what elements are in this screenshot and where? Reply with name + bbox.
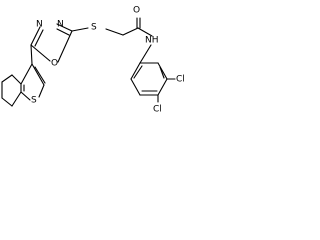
bond-cyclohexene-4: [1, 97, 13, 107]
molecule-structure-diagram: O NH S N N O Cl Cl S: [1, 6, 185, 115]
bond-thiophene-c3-c3a: [20, 63, 33, 85]
oxadiazole-oxygen-label: O: [51, 59, 58, 69]
bond-thiophene-c2-s: [38, 84, 45, 98]
amide-nh-label: NH: [145, 36, 159, 46]
bond-aryl-c6-c1-double: [133, 65, 143, 79]
bond-oxadiazole-n4-c5-double: [34, 29, 44, 47]
bond-thiophene-s-c7a: [20, 91, 31, 101]
bond-oxadiazole-o-c2: [57, 30, 73, 63]
thioether-sulfur-label: S: [91, 23, 97, 33]
bond-nh-aryl: [139, 44, 152, 64]
bond-cyclohexene-5: [11, 91, 22, 107]
bond-ch2-s: [105, 28, 124, 36]
bond-aryl-c3-c4: [157, 78, 168, 96]
amide-oxygen-label: O: [133, 6, 140, 16]
chloro-4-label: Cl: [153, 105, 162, 115]
bond-carbonyl-ch2: [122, 27, 139, 36]
bond-aryl-c5-c6: [130, 78, 141, 96]
bond-aryl-c6-c1: [130, 62, 141, 80]
bond-cyclohexene-2: [1, 74, 13, 83]
bond-oxadiazole-c2-n3: [56, 23, 73, 32]
bond-cyclohexene-1: [11, 74, 22, 85]
oxadiazole-nitrogen-3-label: N: [57, 20, 64, 30]
bond-oxadiazole-c2-n3-double: [56, 28, 70, 36]
thiophene-sulfur-label: S: [31, 96, 37, 106]
oxadiazole-nitrogen-4-label: N: [36, 20, 43, 30]
bond-aryl-c2-c3: [157, 62, 168, 80]
bond-oxadiazole-c5-o: [30, 44, 51, 62]
bond-oxadiazole-n4-c5: [30, 26, 41, 46]
bond-lines: [1, 17, 176, 107]
atom-labels: O NH S N N O Cl Cl S: [31, 6, 185, 115]
chloro-3-label: Cl: [176, 75, 185, 85]
bond-s-oxadiazole: [71, 27, 89, 32]
bond-carbonyl-nh: [137, 27, 153, 37]
bond-thiophene-c3-c2-double: [34, 66, 46, 84]
bond-thiophene-c3-c2: [31, 63, 45, 86]
bond-oxadiazole-thiophene: [30, 44, 33, 65]
bond-aryl-c2-c3-double: [159, 66, 165, 79]
